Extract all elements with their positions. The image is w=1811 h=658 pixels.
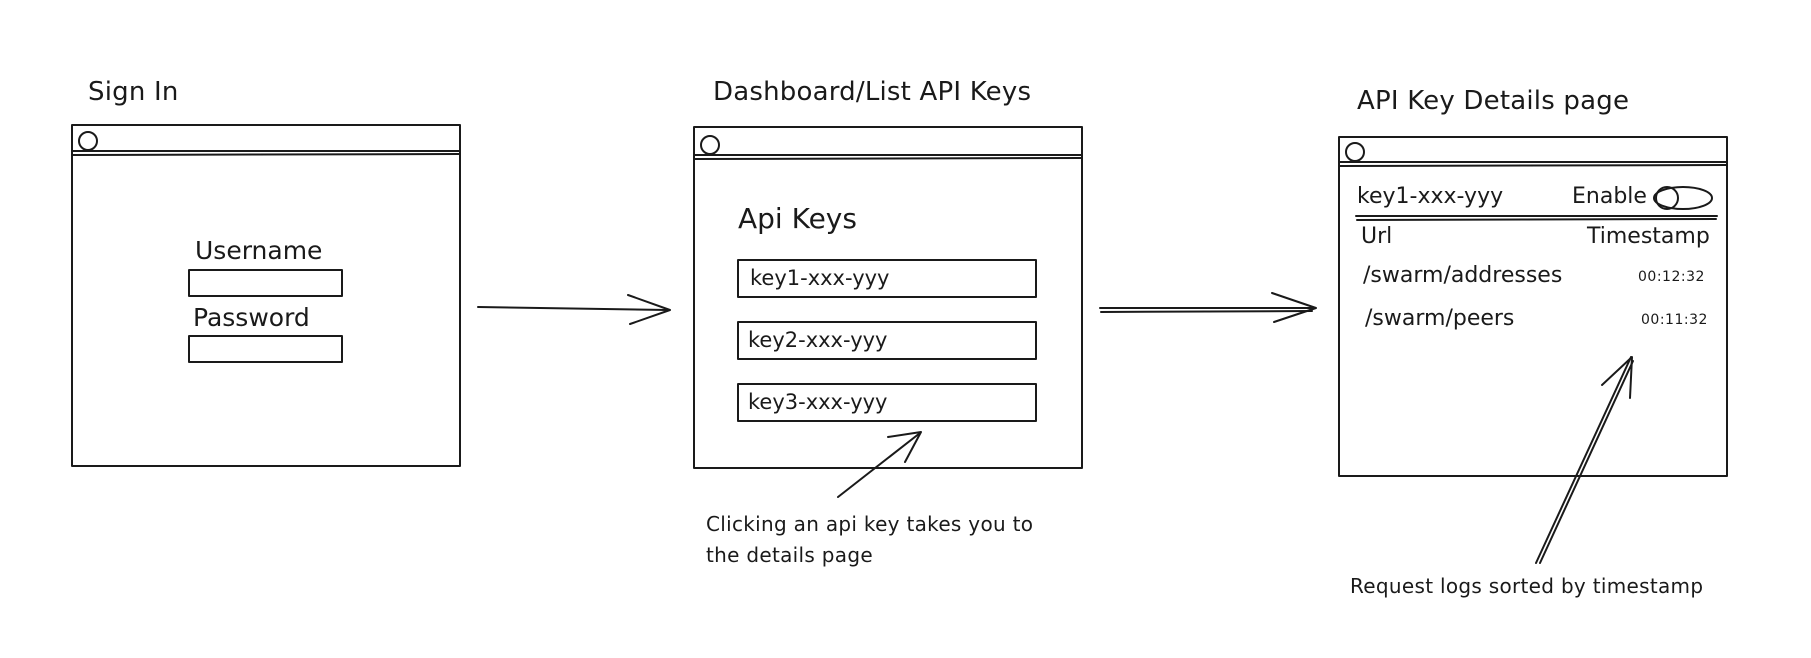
key-item-1[interactable]: key1-xxx-yyy: [750, 266, 890, 290]
log-row-1-url: /swarm/addresses: [1363, 263, 1563, 288]
details-key-name: key1-xxx-yyy: [1357, 184, 1504, 209]
sign-in-window-frame: [71, 124, 461, 467]
dashboard-title: Dashboard/List API Keys: [713, 77, 1032, 107]
log-row-2-url: /swarm/peers: [1365, 306, 1515, 331]
username-label: Username: [195, 236, 323, 265]
col-header-timestamp: Timestamp: [1587, 224, 1710, 249]
col-header-url: Url: [1361, 224, 1393, 249]
dashboard-note-line-1: Clicking an api key takes you to: [706, 512, 1034, 536]
details-note: Request logs sorted by timestamp: [1350, 574, 1704, 598]
arrow-signin-to-dashboard: [477, 294, 671, 325]
enable-label: Enable: [1572, 184, 1647, 209]
key-item-3[interactable]: key3-xxx-yyy: [748, 390, 888, 414]
arrow-dashboard-to-details: [1099, 292, 1317, 323]
arrow-click-note: [837, 431, 922, 498]
api-keys-heading: Api Keys: [738, 202, 857, 235]
log-row-1-timestamp: 00:12:32: [1638, 269, 1705, 285]
key-item-2[interactable]: key2-xxx-yyy: [748, 328, 888, 352]
arrow-logs-note: [1535, 356, 1634, 564]
log-row-2-timestamp: 00:11:32: [1641, 312, 1708, 328]
dashboard-note-line-2: the details page: [706, 543, 873, 567]
details-window-frame: [1338, 136, 1728, 477]
toggle-knob: [1655, 186, 1679, 210]
window-control-icon: [78, 131, 98, 151]
dashboard-window: [693, 126, 1083, 469]
password-field[interactable]: [188, 335, 343, 363]
dashboard-window-frame: [693, 126, 1083, 469]
password-label: Password: [193, 303, 310, 332]
key-item-box-1[interactable]: [737, 259, 1037, 298]
username-field[interactable]: [188, 269, 343, 297]
key-item-box-3[interactable]: [737, 383, 1037, 422]
details-title: API Key Details page: [1357, 86, 1630, 116]
sign-in-title: Sign In: [88, 77, 179, 107]
window-control-icon: [700, 135, 720, 155]
key-item-box-2[interactable]: [737, 321, 1037, 360]
details-window: [1338, 136, 1728, 477]
sign-in-window: [71, 124, 461, 467]
enable-toggle[interactable]: [1653, 186, 1713, 210]
window-control-icon: [1345, 142, 1365, 162]
